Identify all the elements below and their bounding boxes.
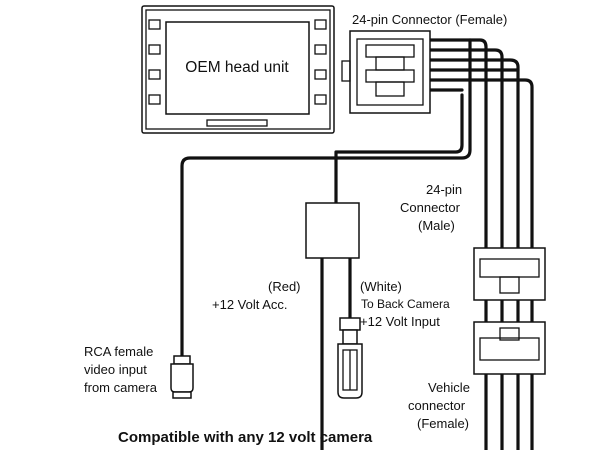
compatibility-footer: Compatible with any 12 volt camera — [118, 429, 373, 446]
white-wire-label-line1: (White) — [360, 279, 402, 294]
white-wire-label-line3: +12 Volt Input — [360, 314, 440, 329]
female-connector-24pin: 24-pin Connector (Female) — [341, 12, 507, 114]
rca-plug — [170, 355, 194, 399]
red-wire-label-line2: +12 Volt Acc. — [212, 297, 288, 312]
head-unit-label: OEM head unit — [185, 59, 289, 76]
oem-head-unit: OEM head unit — [141, 5, 335, 134]
vehicle-connector-label-line1: Vehicle — [428, 380, 470, 395]
video-wire — [180, 38, 472, 358]
rca-label-line3: from camera — [84, 380, 158, 395]
vehicle-connector-label-line3: (Female) — [417, 416, 469, 431]
rca-label-line2: video input — [84, 362, 147, 377]
white-wire-label-line2: To Back Camera — [361, 297, 450, 311]
male-connector-label-line2: Connector — [400, 200, 461, 215]
power-wire — [334, 93, 464, 205]
red-wire-label-line1: (Red) — [268, 279, 301, 294]
male-connector-24pin: 24-pin Connector (Male) — [400, 182, 546, 301]
male-connector-label-line3: (Male) — [418, 218, 455, 233]
male-connector-label-line1: 24-pin — [426, 182, 462, 197]
wire-bundle — [180, 38, 534, 450]
vehicle-connector-label-line2: connector — [408, 398, 466, 413]
white-wire-plug — [337, 317, 363, 399]
vehicle-connector: Vehicle connector (Female) — [408, 321, 546, 431]
rca-label-line1: RCA female — [84, 344, 153, 359]
junction-box — [305, 202, 360, 259]
female-connector-label: 24-pin Connector (Female) — [352, 12, 507, 27]
